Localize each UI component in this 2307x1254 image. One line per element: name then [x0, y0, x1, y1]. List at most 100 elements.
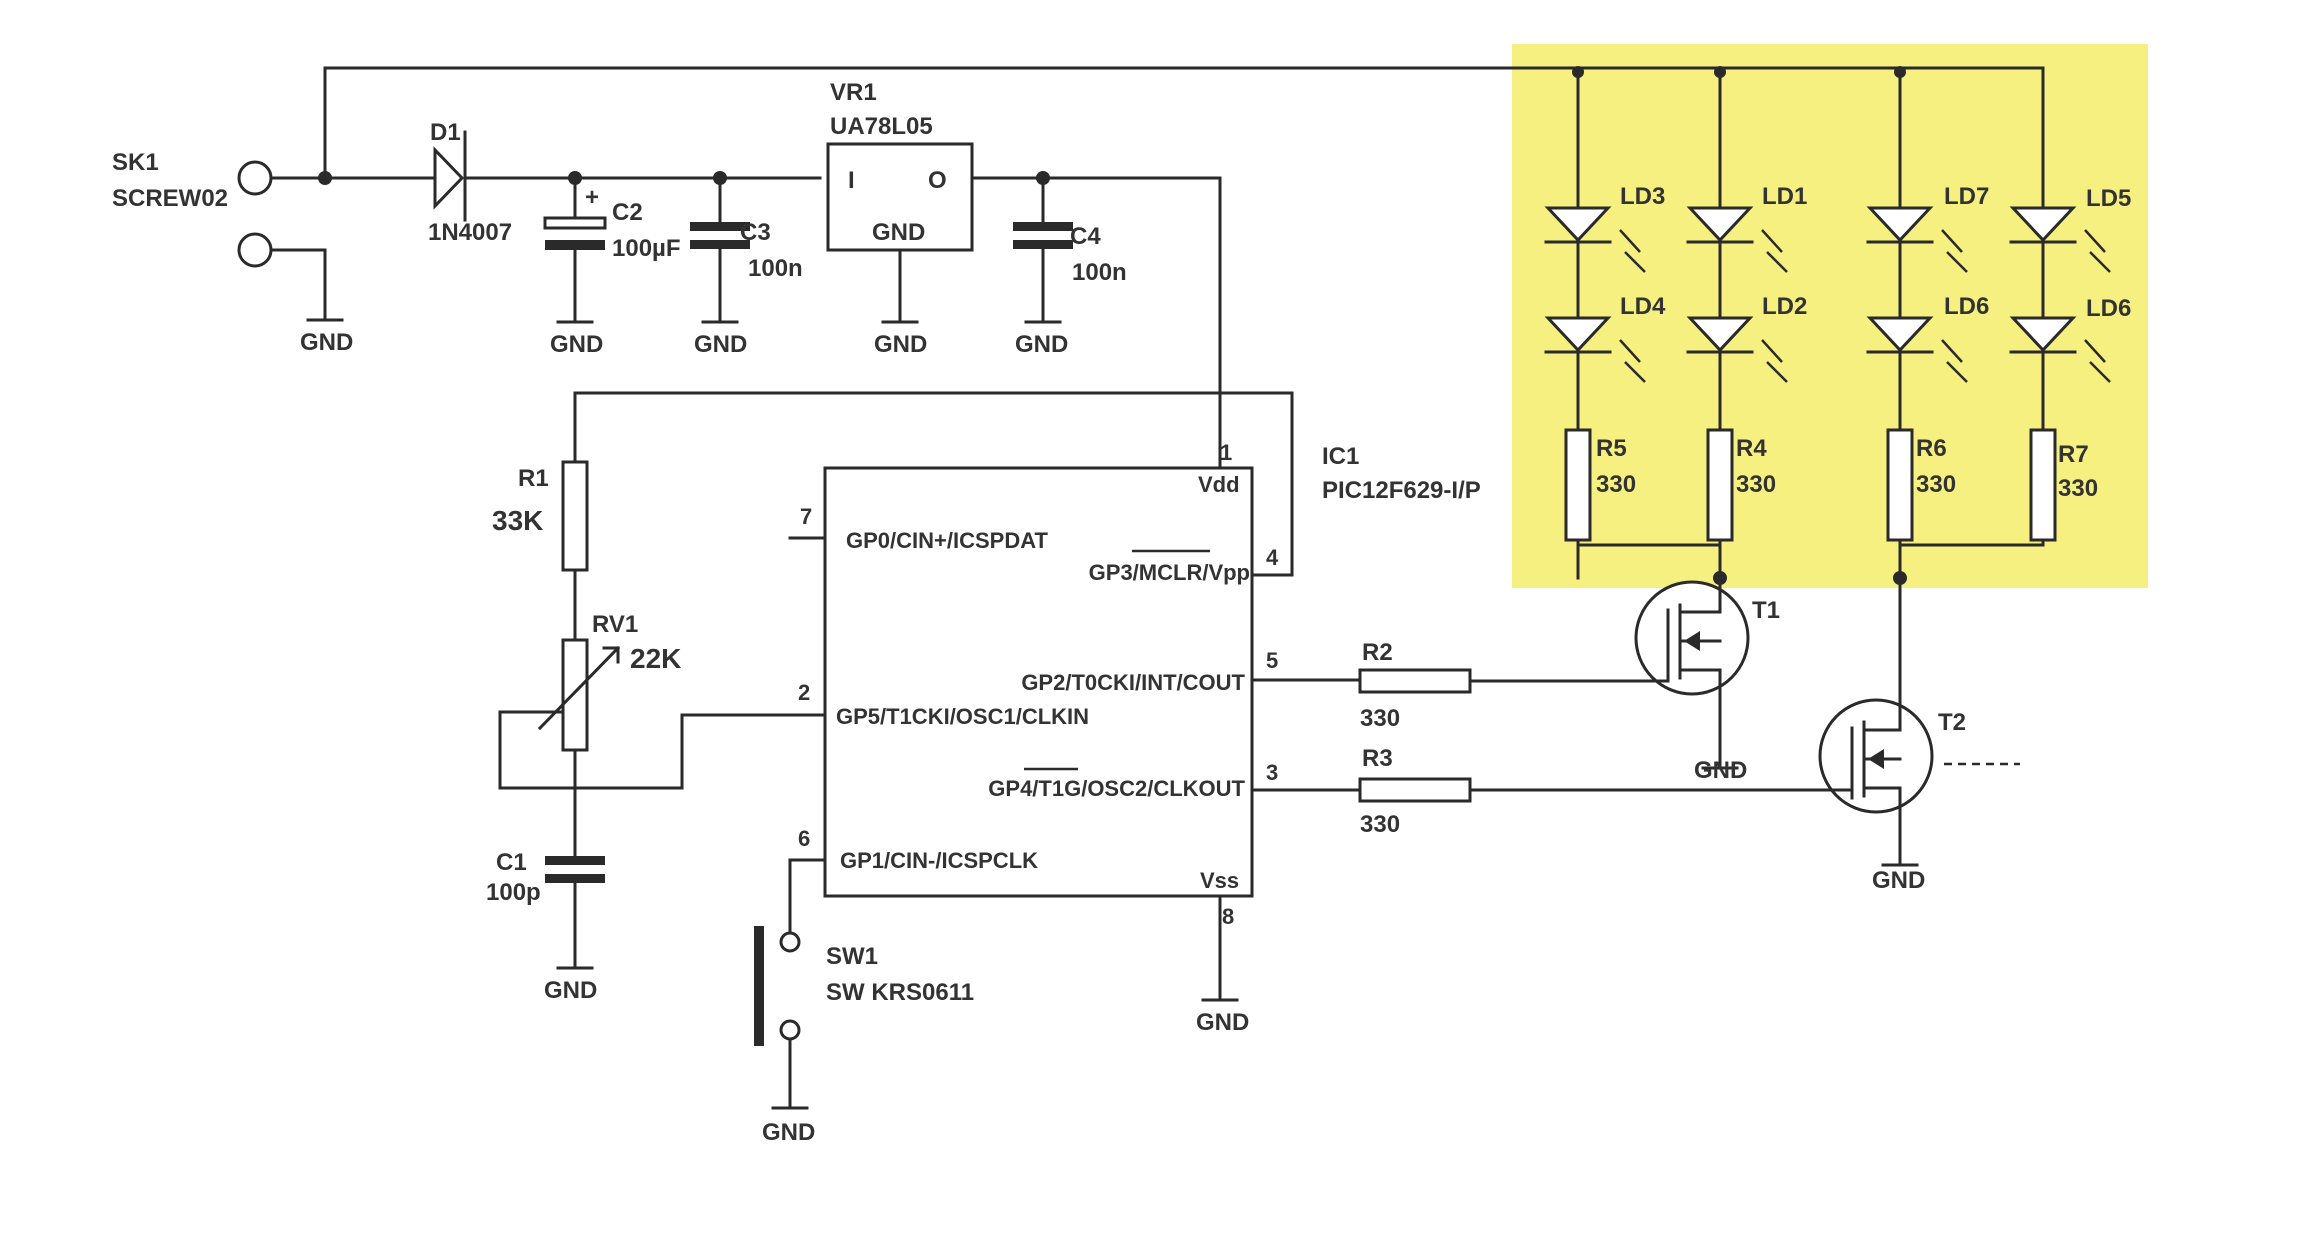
capacitor-icon — [690, 171, 750, 324]
rv1-ref: RV1 — [592, 611, 638, 638]
sw1-value: SW KRS0611 — [826, 979, 974, 1006]
ld2-label: LD2 — [1762, 293, 1807, 320]
ic1-gp3: GP3/MCLR/Vpp — [1089, 560, 1250, 585]
c1-value: 100p — [486, 879, 541, 906]
c4-value: 100n — [1072, 259, 1127, 286]
led-return-wires — [1576, 543, 2045, 585]
r6-ref: R6 — [1916, 435, 1947, 462]
gnd-label: GND — [1015, 331, 1068, 358]
gnd-label: GND — [300, 329, 353, 356]
r1-ref: R1 — [518, 465, 549, 492]
d1-value: 1N4007 — [428, 219, 512, 246]
c2-value: 100µF — [612, 235, 681, 262]
t2-ref: T2 — [1938, 709, 1966, 736]
ic1-pin-1: 1 — [1220, 440, 1232, 465]
led-icon — [1866, 206, 1968, 273]
potentiometer-icon — [498, 638, 807, 840]
d1-ref: D1 — [430, 119, 461, 146]
gnd-label: GND — [550, 331, 603, 358]
ic1-vdd: Vdd — [1198, 472, 1240, 497]
screw-terminal-icon — [237, 160, 427, 320]
diode-icon — [423, 130, 822, 222]
gnd-label: GND — [1872, 867, 1925, 894]
led-icon — [1866, 316, 1968, 383]
gnd-label: GND — [762, 1119, 815, 1146]
ic1-gp2: GP2/T0CKI/INT/COUT — [1021, 670, 1245, 695]
resistor-icon — [1564, 428, 1592, 542]
resistor-icon — [1886, 428, 1914, 542]
mosfet-icon — [1818, 576, 2020, 867]
ld6-label: LD6 — [1944, 293, 1989, 320]
r3-value: 330 — [1360, 811, 1400, 838]
gnd-label: GND — [694, 331, 747, 358]
c3-ref: C3 — [740, 219, 771, 246]
led-icon — [1544, 206, 1646, 273]
vr1-pin-out: O — [928, 167, 947, 194]
r5-ref: R5 — [1596, 435, 1627, 462]
ic1-gp4: GP4/T1G/OSC2/CLKOUT — [988, 776, 1245, 801]
ic1-pin-2: 2 — [798, 680, 810, 705]
ld6-label: LD6 — [2086, 295, 2131, 322]
led-icon — [2009, 206, 2111, 273]
vr1-value: UA78L05 — [830, 113, 933, 140]
ic1-pin-3: 3 — [1266, 760, 1278, 785]
ic1-pin-4: 4 — [1266, 545, 1279, 570]
ic1-pin-5: 5 — [1266, 648, 1278, 673]
c4-ref: C4 — [1070, 223, 1101, 250]
ic1-pin-7: 7 — [800, 504, 812, 529]
c1-ref: C1 — [496, 849, 527, 876]
mclr-wire — [573, 391, 1294, 577]
ld5-label: LD5 — [2086, 185, 2131, 212]
ld4-label: LD4 — [1620, 293, 1666, 320]
microcontroller-ic — [788, 453, 1362, 1002]
vr1-ref: VR1 — [830, 79, 877, 106]
t1-ref: T1 — [1752, 597, 1780, 624]
c3-value: 100n — [748, 255, 803, 282]
resistor-icon — [1706, 428, 1734, 542]
ic1-pin-6: 6 — [798, 826, 810, 851]
capacitor-icon — [545, 836, 605, 970]
sk1-value: SCREW02 — [112, 185, 228, 212]
led-icon — [2009, 316, 2111, 383]
led-icon — [1686, 206, 1788, 273]
resistor-icon — [1358, 668, 1638, 694]
r6-value: 330 — [1916, 471, 1956, 498]
led-icon — [1544, 316, 1646, 383]
r3-ref: R3 — [1362, 745, 1393, 772]
c2-polarity: + — [585, 184, 599, 211]
rv1-value: 22K — [630, 643, 681, 674]
r2-value: 330 — [1360, 705, 1400, 732]
pushbutton-icon — [754, 858, 809, 1110]
ld3-label: LD3 — [1620, 183, 1665, 210]
vr1-pin-gnd: GND — [872, 219, 925, 246]
ic1-vss: Vss — [1200, 868, 1239, 893]
r5-value: 330 — [1596, 471, 1636, 498]
ic1-gp5: GP5/T1CKI/OSC1/CLKIN — [836, 704, 1089, 729]
ic1-value: PIC12F629-I/P — [1322, 477, 1481, 504]
ic1-gp1: GP1/CIN-/ICSPCLK — [840, 848, 1038, 873]
vr1-pin-in: I — [848, 167, 855, 194]
c2-ref: C2 — [612, 199, 643, 226]
r1-value: 33K — [492, 505, 543, 536]
ic1-ref: IC1 — [1322, 443, 1359, 470]
gnd-label: GND — [544, 977, 597, 1004]
gnd-label: GND — [1196, 1009, 1249, 1036]
r4-value: 330 — [1736, 471, 1776, 498]
sw1-ref: SW1 — [826, 943, 878, 970]
resistor-icon — [2029, 428, 2057, 542]
ic1-pin-8: 8 — [1222, 904, 1234, 929]
regulator-icon — [826, 142, 1222, 324]
resistor-icon — [561, 460, 589, 642]
gnd-label: GND — [1694, 757, 1747, 784]
capacitor-icon — [1013, 171, 1073, 324]
ld7-label: LD7 — [1944, 183, 1989, 210]
led-icon — [1686, 316, 1788, 383]
mosfet-icon — [1634, 572, 1750, 770]
ic1-gp0: GP0/CIN+/ICSPDAT — [846, 528, 1048, 553]
electrolytic-capacitor-icon — [543, 171, 607, 324]
gnd-label: GND — [874, 331, 927, 358]
sk1-ref: SK1 — [112, 149, 159, 176]
ld1-label: LD1 — [1762, 183, 1807, 210]
r4-ref: R4 — [1736, 435, 1767, 462]
